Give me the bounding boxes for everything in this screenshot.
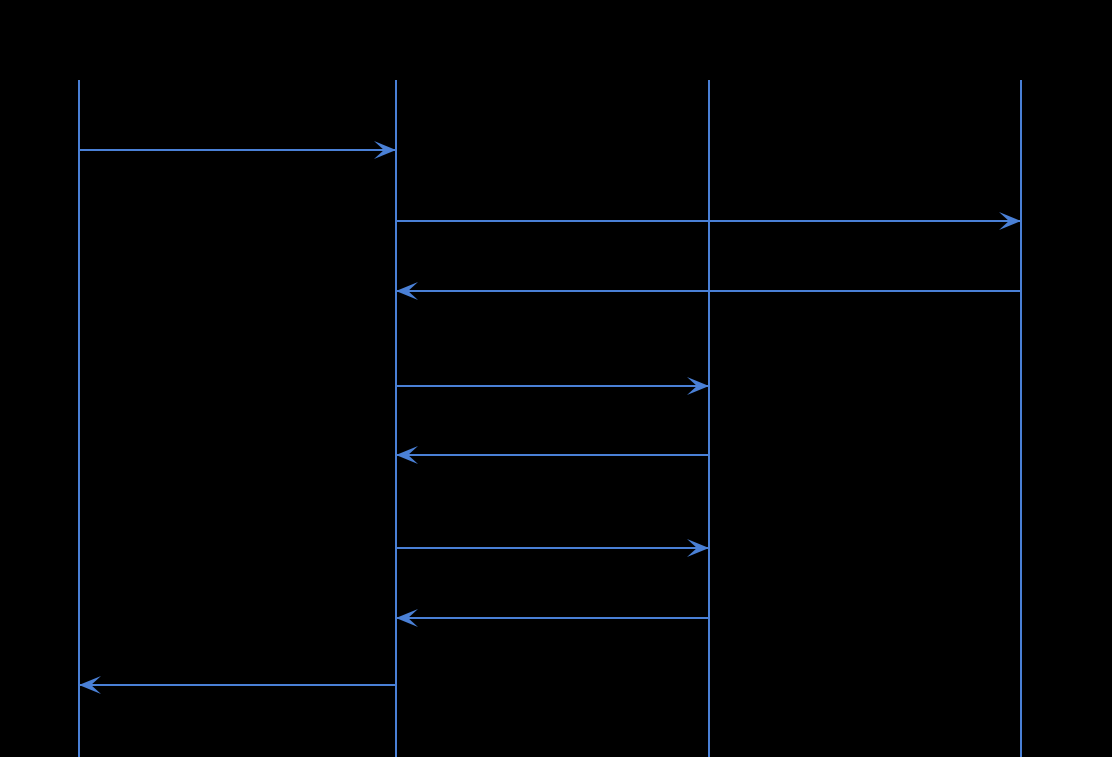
arrowhead-m7: [396, 609, 418, 627]
arrowhead-m4: [687, 377, 709, 395]
arrowhead-m2: [999, 212, 1021, 230]
messages-group: [79, 141, 1021, 694]
lifelines-group: [78, 80, 1022, 757]
arrowhead-m6: [687, 539, 709, 557]
arrowhead-m3: [396, 282, 418, 300]
arrowhead-m8: [79, 676, 101, 694]
arrowhead-m1: [374, 141, 396, 159]
arrowhead-m5: [396, 446, 418, 464]
